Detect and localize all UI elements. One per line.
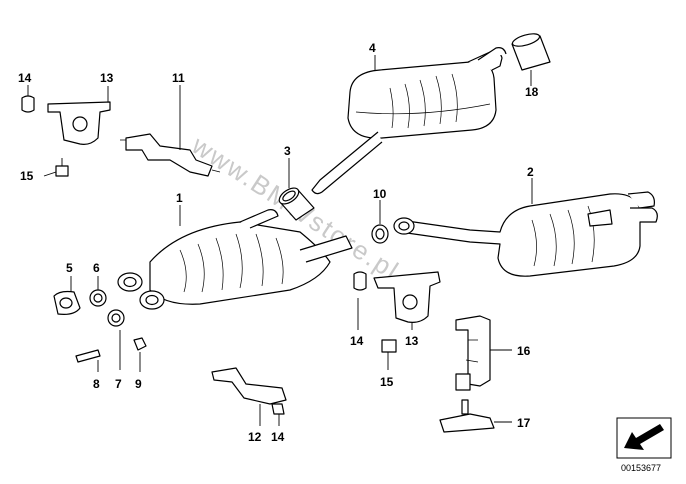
callout-11: 11 <box>172 71 185 85</box>
pipe-connector <box>278 187 315 221</box>
direction-arrow-icon <box>624 424 664 450</box>
callout-4: 4 <box>369 41 376 55</box>
callout-13-top: 13 <box>100 71 114 85</box>
callout-15-top: 15 <box>20 169 34 183</box>
rear-silencer-upper <box>311 47 507 195</box>
callout-2: 2 <box>527 165 534 179</box>
callout-5: 5 <box>66 261 73 275</box>
hanger-top-left <box>21 95 111 177</box>
callout-9: 9 <box>135 377 142 391</box>
orientation-arrow-box <box>616 417 672 459</box>
tailpipe-sleeve <box>511 33 551 71</box>
middle-silencer <box>117 209 353 310</box>
callout-8: 8 <box>93 377 100 391</box>
callout-1: 1 <box>176 191 183 205</box>
callout-10: 10 <box>373 187 387 201</box>
callout-14-top: 14 <box>18 71 32 85</box>
callout-15-mid: 15 <box>380 375 394 389</box>
clip-17 <box>439 399 495 433</box>
clamp-parts-left <box>53 289 147 363</box>
reference-number: 00153677 <box>621 463 661 473</box>
bracket-11 <box>120 133 221 177</box>
callout-3: 3 <box>284 144 291 158</box>
rear-silencer-lower <box>393 191 658 277</box>
bracket-16 <box>455 315 491 391</box>
callout-13-mid: 13 <box>405 334 419 348</box>
callout-17: 17 <box>517 416 531 430</box>
sealing-ring-10-inner <box>375 228 385 240</box>
callouts: 4 18 14 13 11 15 3 1 10 2 5 6 8 7 9 14 1… <box>18 41 539 444</box>
callout-16: 16 <box>517 344 531 358</box>
callout-14-mid: 14 <box>350 334 364 348</box>
callout-7: 7 <box>115 377 122 391</box>
callout-12: 12 <box>248 430 262 444</box>
strap-12 <box>211 367 287 415</box>
callout-18: 18 <box>525 85 539 99</box>
hanger-lower <box>353 271 441 353</box>
callout-14-bottom: 14 <box>271 430 285 444</box>
callout-6: 6 <box>93 261 100 275</box>
leader-lines <box>27 55 533 426</box>
